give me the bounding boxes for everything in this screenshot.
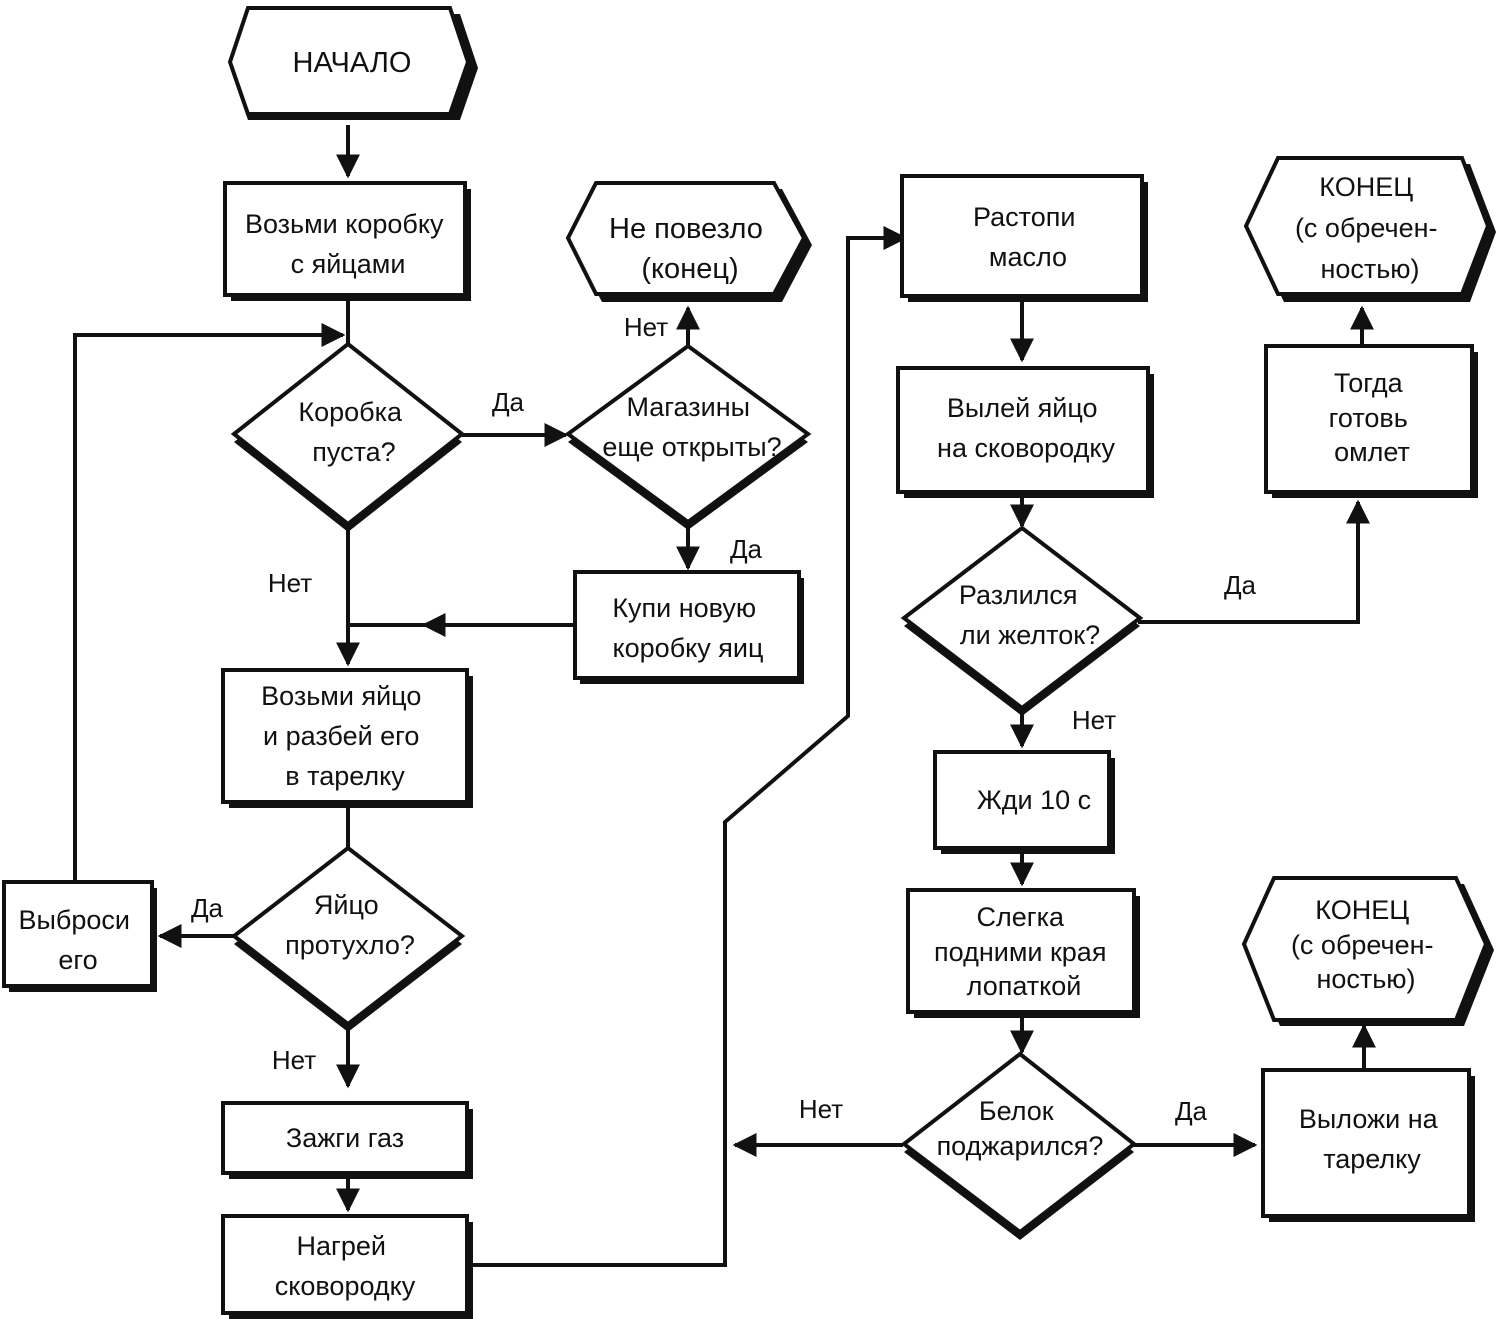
svg-text:Белок поджарился?: Белок поджарился? [937,1096,1104,1161]
node-end-doom-2-line1: КОНЕЦ [1315,895,1409,925]
node-box-empty-line2: пуста? [312,437,395,467]
node-end-doom-2-line3: ностью) [1316,964,1415,994]
node-lift-edges: Слегка подними края лопаткой [906,888,1140,1018]
node-throw-away: Выброси его [2,880,157,992]
node-yolk-spilled: Разлился ли желток? [900,525,1144,716]
node-white-fried-line1: Белок [979,1096,1054,1126]
node-plate-line2: тарелку [1323,1144,1421,1174]
node-lift-edges-line2: подними края [934,937,1106,967]
node-box-empty-line1: Коробка [298,397,403,427]
svg-text:Коробка пуста?: Коробка пуста? [298,397,409,467]
node-heat-pan-line2: сковородку [275,1271,416,1301]
node-end-doom-2: КОНЕЦ (с обречен- ностью) [1241,876,1494,1026]
svg-text:Магазины еще открыты?: Магазины еще открыты? [602,392,781,462]
node-buy-box-line2: коробку яиц [613,633,764,663]
node-shops-open: Магазины еще открыты? [564,343,812,530]
node-pour-egg-line1: Вылей яйцо [947,393,1098,423]
node-buy-box-line1: Купи новую [612,593,756,623]
svg-text:Выложи на тарелку: Выложи на тарелку [1299,1104,1445,1174]
svg-text:Вылей яйцо на сковородку: Вылей яйцо на сковородку [937,393,1115,463]
node-unlucky-end-line2: (конец) [641,253,738,285]
label-box-empty-yes: Да [492,387,525,417]
node-shops-open-line1: Магазины [626,392,750,422]
label-shops-yes: Да [730,534,763,564]
edge-throw-loop-back [73,323,346,882]
node-light-gas-label: Зажги газ [286,1123,404,1153]
node-egg-rotten-line1: Яйцо [314,890,379,920]
node-end-doom-1-line1: КОНЕЦ [1319,172,1413,202]
node-throw-away-line2: его [58,945,97,975]
node-pour-egg-line2: на сковородку [937,433,1115,463]
label-egg-rotten-no: Нет [272,1045,316,1075]
node-heat-pan-line1: Нагрей [297,1231,386,1261]
label-yolk-yes: Да [1224,570,1257,600]
node-unlucky-end: Не повезло (конец) [565,181,812,302]
node-omelet-line3: омлет [1334,437,1410,467]
node-lift-edges-line3: лопаткой [967,971,1082,1001]
node-unlucky-end-line1: Не повезло [609,213,763,245]
label-white-no: Нет [799,1094,843,1124]
node-plate-line1: Выложи на [1299,1104,1439,1134]
svg-text:Яйцо протухло?: Яйцо протухло? [285,890,415,960]
node-wait-label: Жди 10 с [977,785,1091,815]
edges [73,125,1376,1267]
node-white-fried-line2: поджарился? [937,1131,1104,1161]
node-wait: Жди 10 с [933,750,1115,854]
node-buy-box: Купи новую коробку яиц [573,570,804,684]
label-shops-no: Нет [624,312,668,342]
node-melt-butter-line1: Растопи [973,202,1075,232]
node-start-label: НАЧАЛО [293,47,412,79]
node-melt-butter-line2: масло [989,242,1067,272]
node-yolk-spilled-line2: ли желток? [960,620,1100,650]
node-end-doom-1: КОНЕЦ (с обречен- ностью) [1243,156,1496,302]
node-egg-rotten: Яйцо протухло? [230,845,466,1032]
node-start: НАЧАЛО [227,6,478,120]
svg-text:Не повезло (конец): Не повезло (конец) [609,213,771,285]
svg-text:Купи новую коробку яиц: Купи новую коробку яиц [612,593,763,663]
node-end-doom-1-line2: (с обречен- [1295,213,1438,243]
svg-text:Разлился ли желток?: Разлился ли желток? [959,580,1100,650]
node-take-box-line2: с яйцами [291,249,406,279]
node-pour-egg: Вылей яйцо на сковородку [896,366,1154,498]
node-take-box-line1: Возьми коробку [245,209,444,239]
node-plate: Выложи на тарелку [1261,1068,1475,1222]
node-egg-rotten-line2: протухло? [285,930,415,960]
label-box-empty-no: Нет [268,568,312,598]
node-take-egg-line1: Возьми яйцо [261,681,421,711]
label-egg-rotten-yes: Да [191,893,224,923]
label-yolk-no: Нет [1072,705,1116,735]
node-take-egg: Возьми яйцо и разбей его в тарелку [221,668,473,808]
node-end-doom-1-line3: ностью) [1320,254,1419,284]
node-take-egg-line2: и разбей его [263,721,419,751]
node-omelet-line1: Тогда [1334,368,1404,398]
svg-text:Тогда готовь омлет: Тогда готовь омлет [1329,368,1416,467]
node-melt-butter: Растопи масло [900,174,1148,302]
svg-text:КОНЕЦ (с обречен-: КОНЕЦ (с обречен- ностью) [1295,172,1445,284]
svg-text:Растопи масло: Растопи масло [973,202,1083,272]
node-shops-open-line2: еще открыты? [602,432,781,462]
node-light-gas: Зажги газ [221,1101,473,1179]
node-box-empty: Коробка пуста? [230,341,466,532]
edge-yolk-yes-to-omelet [1138,499,1370,624]
node-throw-away-line1: Выброси [18,905,130,935]
edge-heat-to-melt [472,226,908,1267]
node-omelet-line2: готовь [1329,403,1408,433]
svg-text:Нагрей сковородку: Нагрей сковородку [275,1231,416,1301]
node-heat-pan: Нагрей сковородку [221,1214,473,1319]
label-white-yes: Да [1175,1096,1208,1126]
node-lift-edges-line1: Слегка [976,902,1065,932]
node-white-fried: Белок поджарился? [900,1051,1138,1240]
node-take-box: Возьми коробку с яйцами [223,181,471,301]
node-omelet: Тогда готовь омлет [1264,344,1478,498]
node-take-egg-line3: в тарелку [285,761,405,791]
svg-text:Возьми коробку с яйцами: Возьми коробку с яйцами [245,209,451,279]
svg-text:Выброси его: Выброси его [18,905,137,975]
node-end-doom-2-line2: (с обречен- [1291,930,1434,960]
svg-text:Слегка подними края: Слегка подними края лопаткой [934,902,1114,1001]
node-yolk-spilled-line1: Разлился [959,580,1078,610]
edge-labels: Да Нет Нет Да Да Нет Да Нет Нет Да [191,312,1257,1126]
svg-text:КОНЕЦ (с обречен-: КОНЕЦ (с обречен- ностью) [1291,895,1441,994]
svg-text:Возьми яйцо и разбей его: Возьми яйцо и разбей его в тарелку [261,681,429,791]
